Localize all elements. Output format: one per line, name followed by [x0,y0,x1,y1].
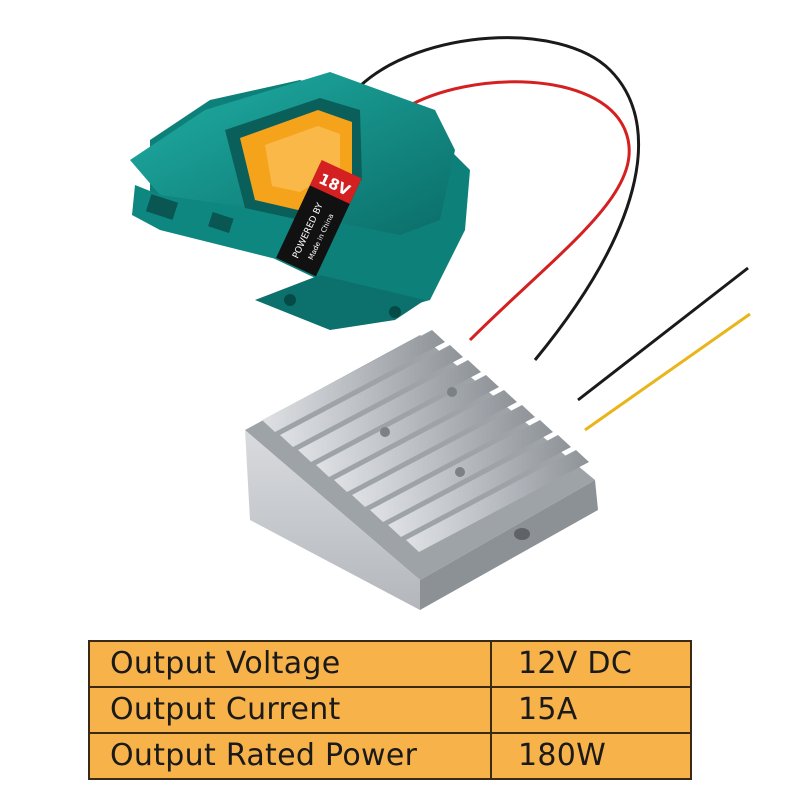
output-current-label: Output Current [88,686,492,734]
output-voltage-value: 12V DC [490,640,692,688]
converter-side-face [420,480,598,610]
black-wire-right [577,266,749,402]
wires [358,36,751,432]
output-rated-power-label: Output Rated Power [88,732,492,780]
converter-front-face [245,430,420,610]
yellow-wire [584,312,751,432]
mounting-flange [255,275,425,330]
battery-adapter: 18V POWERED BY Made in China [130,72,470,330]
black-wire-top [358,36,641,361]
table-row: Output Rated Power 180W [88,732,692,780]
red-wire [404,80,631,342]
output-current-value: 15A [490,686,692,734]
table-row: Output Voltage 12V DC [88,640,692,688]
product-photo: 18V POWERED BY Made in China [130,36,751,610]
output-rated-power-value: 180W [490,732,692,780]
table-row: Output Current 15A [88,686,692,734]
dc-converter [245,330,598,610]
output-voltage-label: Output Voltage [88,640,492,688]
spec-table: Output Voltage 12V DC Output Current 15A… [88,640,692,780]
